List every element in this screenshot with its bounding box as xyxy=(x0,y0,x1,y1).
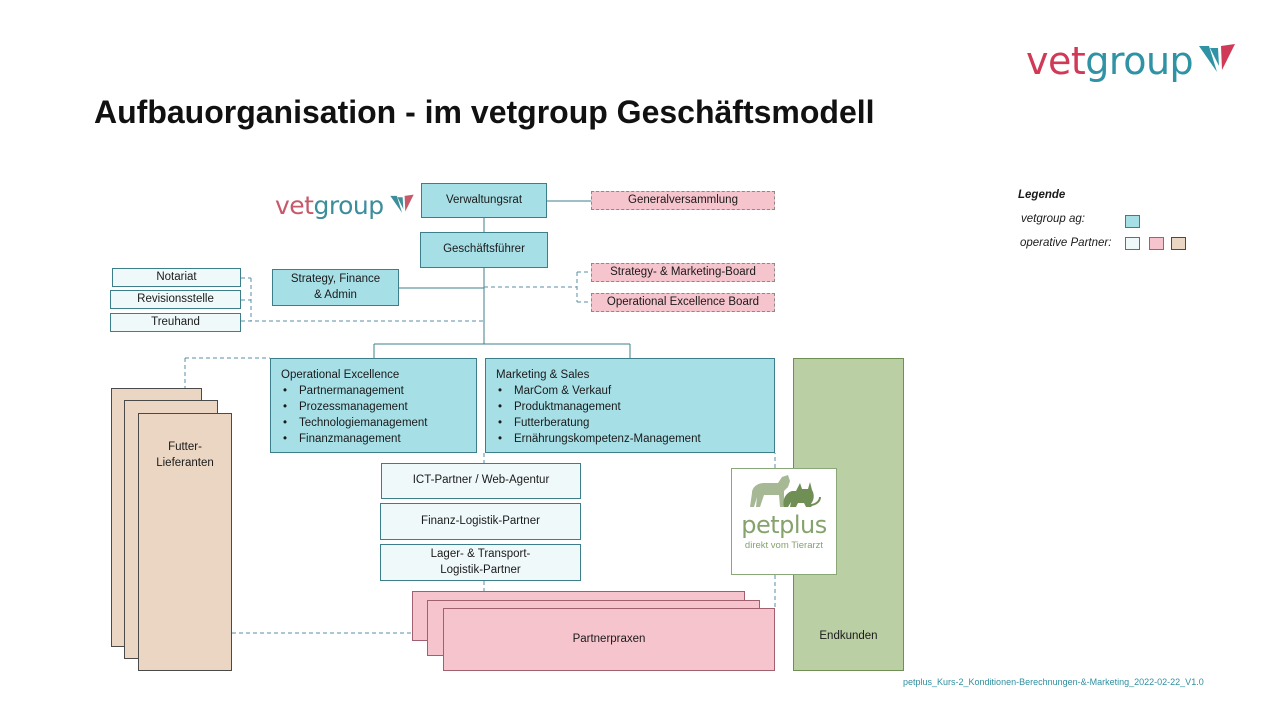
verwaltungsrat-box: Verwaltungsrat xyxy=(421,183,547,218)
generalversammlung-box: Generalversammlung xyxy=(591,191,775,210)
geschaeftsfuehrer-box: Geschäftsführer xyxy=(420,232,548,268)
operational-excellence-box: Operational Excellence Partnermanagement… xyxy=(270,358,477,453)
partnerpraxen-box: Partnerpraxen xyxy=(443,608,775,671)
notariat-box: Notariat xyxy=(112,268,241,287)
ict-partner-box: ICT-Partner / Web-Agentur xyxy=(381,463,581,499)
operational-excellence-title: Operational Excellence xyxy=(281,369,400,381)
vetgroup-mark-icon xyxy=(1199,44,1236,72)
petplus-tagline: direkt vom Tierarzt xyxy=(744,540,824,551)
vetgroup-logo-small: vetgroup xyxy=(275,188,416,218)
list-item: Produktmanagement xyxy=(496,399,764,415)
list-item: Partnermanagement xyxy=(281,383,466,399)
list-item: MarCom & Verkauf xyxy=(496,383,764,399)
marketing-sales-list: MarCom & Verkauf Produktmanagement Futte… xyxy=(496,383,764,447)
legend-partner-label: operative Partner: xyxy=(1020,237,1112,249)
legend-swatch-pink xyxy=(1149,237,1164,250)
legend-title: Legende xyxy=(1018,189,1066,201)
strategy-finance-box: Strategy, Finance & Admin xyxy=(272,269,399,306)
lager-transport-box: Lager- & Transport-Logistik-Partner xyxy=(380,544,581,581)
revisionsstelle-box: Revisionsstelle xyxy=(110,290,241,309)
list-item: Prozessmanagement xyxy=(281,399,466,415)
futter-lieferanten-box: Futter-Lieferanten xyxy=(138,413,232,671)
legend-swatch-pale xyxy=(1125,237,1140,250)
list-item: Finanzmanagement xyxy=(281,431,466,447)
operational-excellence-list: Partnermanagement Prozessmanagement Tech… xyxy=(281,383,466,447)
dog-and-cat-icon xyxy=(750,475,821,507)
legend-swatch-teal xyxy=(1125,215,1140,228)
legend-swatch-tan xyxy=(1171,237,1186,250)
list-item: Technologiemanagement xyxy=(281,415,466,431)
petplus-logo: petplus direkt vom Tierarzt xyxy=(731,468,837,575)
list-item: Ernährungskompetenz-Management xyxy=(496,431,764,447)
footer-filename: petplus_Kurs-2_Konditionen-Berechnungen-… xyxy=(903,677,1204,687)
page-title: Aufbauorganisation - im vetgroup Geschäf… xyxy=(94,94,875,130)
opex-board-box: Operational Excellence Board xyxy=(591,293,775,312)
list-item: Futterberatung xyxy=(496,415,764,431)
finanz-logistik-box: Finanz-Logistik-Partner xyxy=(380,503,581,540)
strategy-marketing-board-box: Strategy- & Marketing-Board xyxy=(591,263,775,282)
marketing-sales-title: Marketing & Sales xyxy=(496,369,590,381)
marketing-sales-box: Marketing & Sales MarCom & Verkauf Produ… xyxy=(485,358,775,453)
petplus-name: petplus xyxy=(741,511,827,539)
vetgroup-mark-icon xyxy=(389,194,414,213)
treuhand-box: Treuhand xyxy=(110,313,241,332)
legend-vetgroup-label: vetgroup ag: xyxy=(1021,213,1085,225)
vetgroup-logo: vetgroup xyxy=(1026,34,1237,80)
